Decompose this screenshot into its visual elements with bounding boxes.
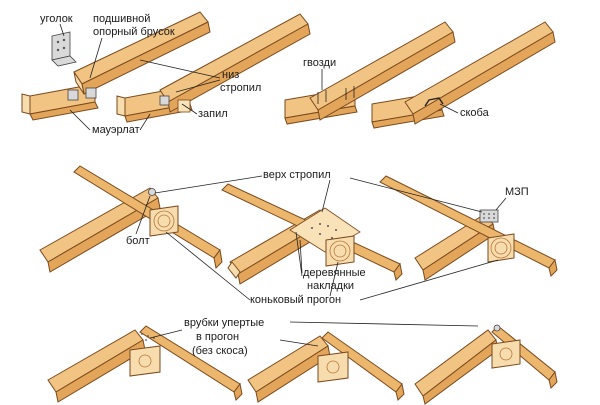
detail-mzp (379, 175, 558, 281)
label-ridge-purlin: коньковый прогон (250, 294, 341, 306)
ridge-purlin-d (129, 345, 161, 377)
bolt-icon (148, 188, 156, 196)
detail-notch-b (247, 331, 405, 403)
label-notches-2: в прогон (196, 331, 239, 343)
label-notches-1: врубки упертые (184, 317, 264, 329)
label-staple: скоба (460, 107, 490, 119)
mzp-plate-icon (479, 209, 499, 223)
detail-notch-a (47, 325, 243, 403)
staple-icon (424, 97, 444, 107)
label-wooden-1: деревянные (303, 267, 366, 279)
detail-wooden-plates (221, 183, 403, 285)
rafter-left-a (39, 187, 159, 263)
ridge-purlin-f (491, 339, 521, 369)
ridge-purlin-e (317, 351, 349, 383)
detail-notch (116, 13, 311, 123)
label-rafter-bottom-2: стропил (220, 82, 261, 94)
corner-bracket-icon (51, 31, 77, 67)
label-rafter-bottom-1: низ (222, 69, 239, 81)
rafter-right-c (379, 175, 556, 269)
label-rafter-top: верх стропил (263, 169, 331, 181)
ridge-purlin-c (487, 233, 515, 263)
nails-icon (317, 86, 355, 104)
label-notches-3: (без скоса) (192, 345, 248, 357)
detail-notch-c (414, 324, 558, 405)
detail-corner-support-bar (21, 11, 211, 121)
label-mzp: МЗП (505, 186, 529, 198)
detail-nails (284, 21, 456, 125)
rafter-left-f (414, 329, 497, 397)
detail-bolt (39, 165, 223, 273)
label-mauerlat: мауэрлат (92, 124, 140, 136)
label-corner: уголок (40, 13, 73, 25)
label-support-bar-1: подшивной (93, 13, 150, 25)
rafter-left-d (47, 329, 144, 393)
label-support-bar-2: опорный брусок (93, 26, 175, 38)
detail-staple (371, 21, 556, 129)
label-wooden-2: накладки (307, 280, 354, 292)
corner-bracket (67, 89, 79, 101)
label-bolt: болт (126, 235, 150, 247)
label-notch: запил (198, 108, 228, 120)
label-nails: гвозди (303, 57, 336, 69)
